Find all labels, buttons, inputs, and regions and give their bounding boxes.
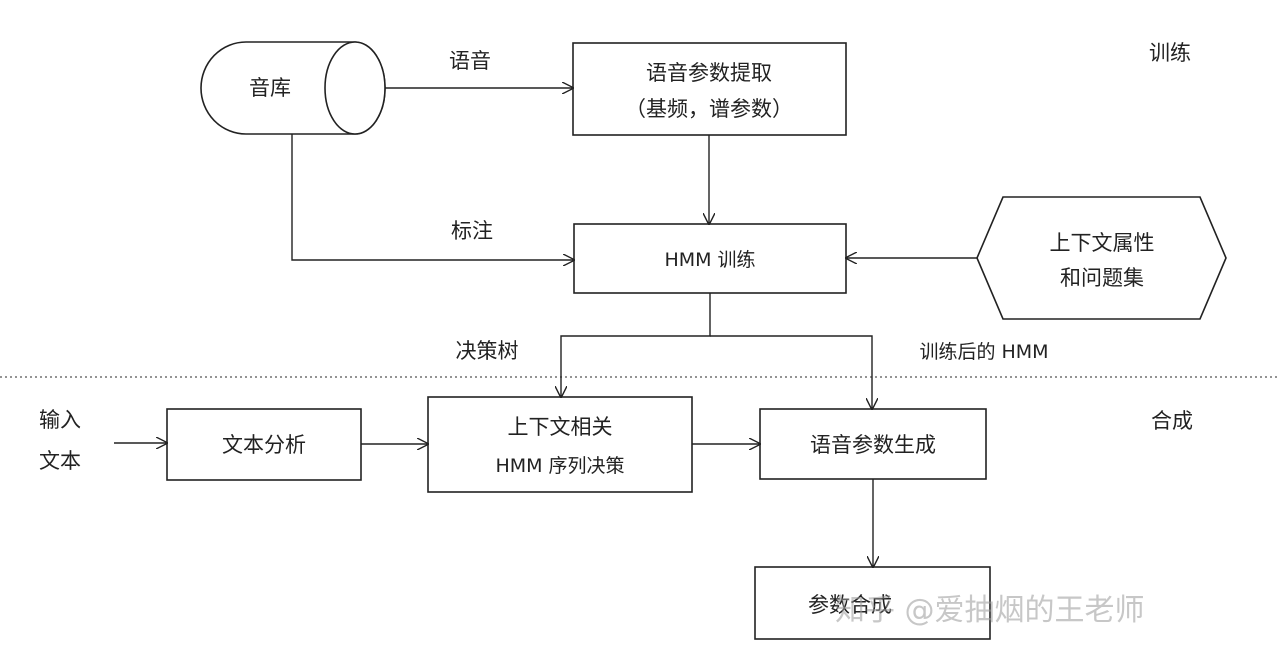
context-attributes-node: 上下文属性 和问题集 <box>976 196 1227 320</box>
speech-database-node: 音库 <box>200 41 386 135</box>
svg-text:（基频，谱参数）: （基频，谱参数） <box>625 97 793 121</box>
watermark: 知乎 @爱抽烟的王老师 <box>835 593 1145 628</box>
edge-label-annotation: 标注 <box>451 219 493 243</box>
svg-text:语音参数提取: 语音参数提取 <box>646 61 772 85</box>
svg-text:语音参数生成: 语音参数生成 <box>810 433 936 457</box>
param-extraction-node: 语音参数提取 （基频，谱参数） <box>572 42 847 136</box>
svg-text:上下文属性: 上下文属性 <box>1050 231 1155 255</box>
edge-label-decision-tree: 决策树 <box>456 339 519 363</box>
svg-text:HMM 序列决策: HMM 序列决策 <box>495 455 624 477</box>
svg-text:上下文相关: 上下文相关 <box>508 415 613 439</box>
edge-label-trained-hmm: 训练后的 HMM <box>919 341 1048 363</box>
edge-annotation <box>291 134 574 260</box>
text-analysis-node: 文本分析 <box>166 408 362 481</box>
section-label-synth: 合成 <box>1151 409 1193 433</box>
edge-train-to-gen <box>710 335 872 409</box>
speech-database-label: 音库 <box>249 76 291 100</box>
input-text-label-1: 输入 <box>39 408 81 432</box>
svg-text:文本分析: 文本分析 <box>222 433 306 457</box>
svg-text:和问题集: 和问题集 <box>1060 266 1144 290</box>
edge-label-speech: 语音 <box>449 49 491 73</box>
svg-text:HMM 训练: HMM 训练 <box>664 249 755 271</box>
context-hmm-decision-node: 上下文相关 HMM 序列决策 <box>427 396 693 493</box>
hmm-training-node: HMM 训练 <box>573 223 847 294</box>
section-label-train: 训练 <box>1149 41 1191 65</box>
input-text-label-2: 文本 <box>39 449 81 473</box>
svg-text:参数合成: 参数合成 <box>808 593 892 617</box>
edge-train-split <box>561 293 711 397</box>
param-generation-node: 语音参数生成 <box>759 408 987 480</box>
